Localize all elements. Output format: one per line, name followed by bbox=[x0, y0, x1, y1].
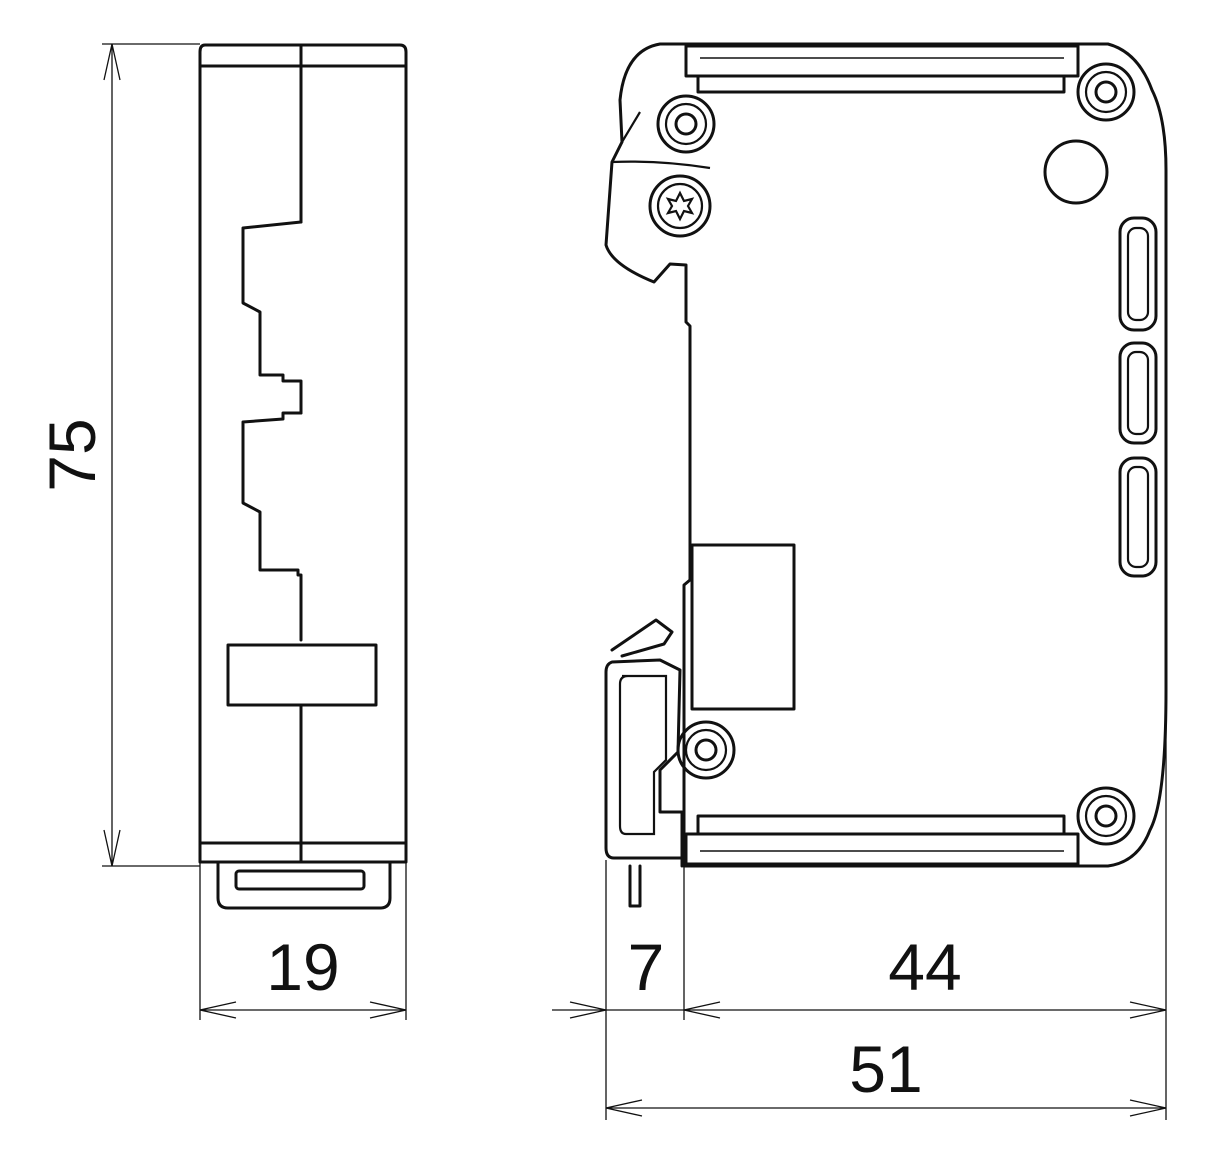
top-terminal-slot bbox=[684, 44, 1080, 78]
dimension-body-depth-label: 44 bbox=[888, 930, 961, 1004]
dimension-rail-offset: 7 bbox=[552, 860, 721, 1120]
rivet-bottom-right bbox=[1076, 786, 1136, 846]
dimension-rail-offset-label: 7 bbox=[628, 930, 665, 1004]
dimension-total-depth-label: 51 bbox=[849, 1032, 922, 1106]
vent-slot-3 bbox=[1118, 456, 1158, 578]
rivet-bottom-left bbox=[676, 720, 736, 780]
bottom-terminal-inner bbox=[696, 814, 1066, 836]
vent-slot-2 bbox=[1118, 341, 1158, 445]
bottom-terminal-slot bbox=[684, 832, 1080, 866]
dimension-side-width-label: 19 bbox=[266, 930, 339, 1004]
dimension-total-depth: 51 bbox=[605, 1032, 1167, 1117]
side-view-clip-slot bbox=[234, 869, 366, 891]
din-rail-clip-inner bbox=[618, 674, 668, 836]
dimension-side-width: 19 bbox=[199, 862, 407, 1020]
side-view-outline bbox=[198, 43, 408, 864]
front-view bbox=[604, 42, 1168, 908]
dimension-height-label: 75 bbox=[35, 418, 109, 491]
vent-slot-1 bbox=[1118, 216, 1158, 332]
lower-terminal-notch bbox=[241, 411, 303, 642]
din-rail-clip bbox=[604, 658, 684, 868]
status-indicator bbox=[1043, 139, 1109, 205]
side-view-bottom-clip bbox=[216, 860, 392, 910]
front-view-outline bbox=[604, 42, 1168, 868]
din-rail-clip-spring bbox=[610, 618, 674, 658]
side-view-label-window bbox=[226, 643, 378, 707]
top-terminal-inner bbox=[696, 74, 1066, 94]
dimension-body-depth: 44 bbox=[684, 690, 1167, 1120]
rivet-top-left bbox=[656, 94, 716, 154]
side-view bbox=[198, 43, 408, 910]
torx-screw bbox=[648, 174, 712, 238]
din-rail-clip-tab bbox=[628, 864, 642, 908]
upper-terminal-notch bbox=[241, 220, 303, 415]
rivet-top-right bbox=[1076, 62, 1136, 122]
front-view-window bbox=[690, 543, 796, 711]
dimension-height: 75 bbox=[35, 43, 200, 867]
hook-inner-edge bbox=[611, 111, 711, 170]
